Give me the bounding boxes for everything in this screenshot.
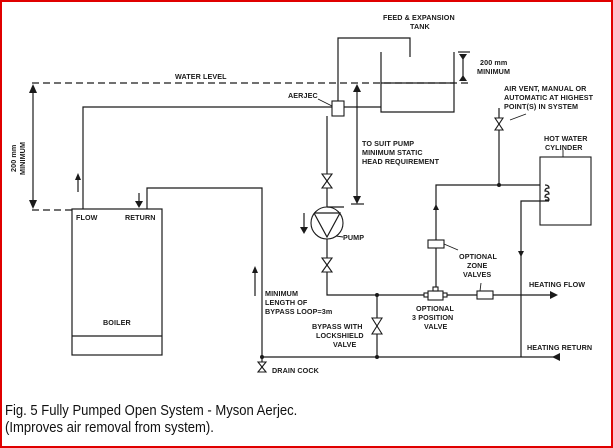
bypass-loop-label-1: MINIMUM <box>265 289 298 298</box>
caption-line-2: (Improves air removal from system). <box>5 420 214 436</box>
pump-label: PUMP <box>343 233 364 242</box>
three-position-valve-icon <box>423 286 448 301</box>
zone-valves-label-3: VALVES <box>463 270 491 279</box>
tank-dimension-arrow <box>458 51 470 81</box>
heating-flow-arrow-icon <box>550 291 558 299</box>
cylinder-coil-icon <box>544 184 550 201</box>
static-head-label-2: MINIMUM STATIC <box>362 148 423 157</box>
static-head-arrow <box>351 84 364 205</box>
cylinder-flow-up-arrow-icon <box>433 204 439 210</box>
feed-tank-label-1: FEED & EXPANSION <box>383 13 455 22</box>
boiler-flow-pipe <box>82 106 332 209</box>
left-min-label-1: 200 mm <box>9 145 18 172</box>
isolation-valve-upper-icon <box>320 173 334 189</box>
boiler-flow-label: FLOW <box>76 213 98 222</box>
static-head-label-3: HEAD REQUIREMENT <box>362 157 440 166</box>
bypass-valve-label-3: VALVE <box>333 340 357 349</box>
hot-water-cylinder <box>539 156 592 226</box>
feed-tank-label-2: TANK <box>410 22 431 31</box>
bypass-valve-label-1: BYPASS WITH <box>312 322 362 331</box>
bypass-valve-label-2: LOCKSHIELD <box>316 331 364 340</box>
air-vent-label-2: AUTOMATIC AT HIGHEST <box>504 93 594 102</box>
pump-down-arrow <box>300 213 308 234</box>
zone-valves-label-2: ZONE <box>467 261 487 270</box>
zone-valve-heating-icon <box>476 290 494 300</box>
figure-caption: Fig. 5 Fully Pumped Open System - Myson … <box>5 403 297 437</box>
heating-return-arrow-icon <box>552 353 560 361</box>
pump-leader <box>335 235 344 238</box>
bypass-loop-label-2: LENGTH OF <box>265 298 308 307</box>
air-vent-label-3: POINT(S) IN SYSTEM <box>504 102 578 111</box>
zone-valves-leader <box>443 243 459 251</box>
boiler-return-pipe <box>146 187 263 370</box>
feed-expansion-tank <box>380 52 455 113</box>
isolation-valve-lower-icon <box>320 257 334 273</box>
cylinder-label-1: HOT WATER <box>544 134 588 143</box>
bypass-loop-label-3: BYPASS LOOP=3m <box>265 307 332 316</box>
zone-valve-leader <box>479 282 482 292</box>
air-vent-label-1: AIR VENT, MANUAL OR <box>504 84 587 93</box>
flow-up-arrow <box>75 173 81 192</box>
heating-return-label: HEATING RETURN <box>527 343 592 352</box>
tank-min-label-2: MINIMUM <box>477 67 510 76</box>
water-level-label: WATER LEVEL <box>175 72 227 81</box>
three-position-label-1: OPTIONAL <box>416 304 454 313</box>
aerjec-leader <box>317 98 333 107</box>
boiler-return-label: RETURN <box>125 213 156 222</box>
zone-valve-cylinder-icon <box>427 239 445 249</box>
tank-min-label-1: 200 mm <box>480 58 507 67</box>
pump-icon <box>310 206 344 240</box>
lockshield-valve-icon <box>371 317 383 335</box>
three-position-label-2: 3 POSITION <box>412 313 453 322</box>
cylinder-return-pipe <box>520 200 549 357</box>
pump-flow-pipe <box>326 116 520 296</box>
zone-valves-label-1: OPTIONAL <box>459 252 497 261</box>
aerjec-label: AERJEC <box>288 91 318 100</box>
aerjec-unit <box>331 100 345 117</box>
cylinder-label-2: CYLINDER <box>545 143 583 152</box>
heating-flow-label: HEATING FLOW <box>529 280 585 289</box>
boiler <box>71 208 163 356</box>
air-vent-leader <box>509 113 527 121</box>
air-vent-valve-icon <box>493 117 505 131</box>
three-position-label-3: VALVE <box>424 322 448 331</box>
vent-pipe <box>337 37 411 101</box>
left-min-label-2: MINIMUM <box>18 142 27 175</box>
return-down-arrow <box>135 193 143 208</box>
drain-cock-valve-icon <box>256 361 268 373</box>
cylinder-return-down-arrow-icon <box>518 251 524 257</box>
drain-cock-label: DRAIN COCK <box>272 366 320 375</box>
caption-line-1: Fig. 5 Fully Pumped Open System - Myson … <box>5 403 298 419</box>
cylinder-flow-pipe <box>435 184 545 287</box>
static-head-label-1: TO SUIT PUMP <box>362 139 414 148</box>
left-dimension-arrow <box>29 84 37 209</box>
bypass-up-arrow <box>252 266 258 296</box>
boiler-label: BOILER <box>103 318 131 327</box>
